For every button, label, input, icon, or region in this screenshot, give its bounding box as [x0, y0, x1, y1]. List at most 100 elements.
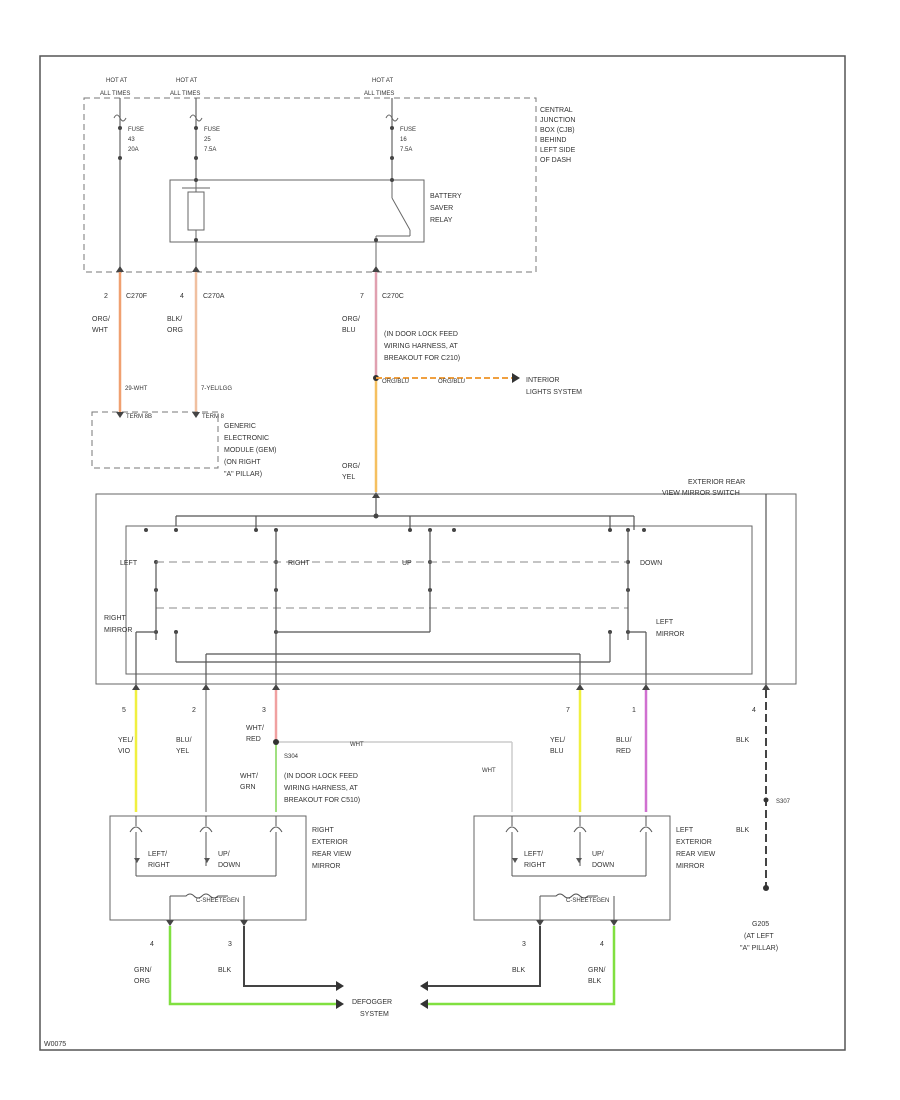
- svg-text:7.5A: 7.5A: [204, 147, 216, 153]
- svg-text:20A: 20A: [128, 147, 139, 153]
- svg-text:7: 7: [566, 707, 570, 714]
- svg-text:G205: G205: [752, 921, 769, 928]
- svg-text:BOX (CJB): BOX (CJB): [540, 127, 575, 134]
- relay-nodes: [194, 178, 394, 242]
- switch-common-bus: [175, 498, 635, 530]
- svg-text:BLU/: BLU/: [176, 737, 192, 744]
- svg-text:RIGHT: RIGHT: [104, 615, 127, 622]
- svg-text:SYSTEM: SYSTEM: [360, 1011, 389, 1018]
- svg-text:GENERIC: GENERIC: [224, 423, 256, 430]
- svg-text:7.5A: 7.5A: [400, 147, 412, 153]
- relay-coil: [182, 180, 210, 268]
- mirror-switch-box: [95, 493, 797, 685]
- svg-text:RIGHT: RIGHT: [148, 862, 171, 869]
- ground-location-label: G205 (AT LEFT "A" PILLAR): [740, 921, 778, 952]
- svg-text:ALL TIMES: ALL TIMES: [170, 91, 200, 97]
- wire-blk-right-mirror: [243, 926, 336, 987]
- splice-s304-id: S304: [284, 754, 299, 760]
- svg-text:ORG/: ORG/: [342, 316, 360, 323]
- svg-text:4: 4: [180, 293, 184, 300]
- svg-text:MODULE (GEM): MODULE (GEM): [224, 447, 277, 454]
- wht-drop-label: WHT: [482, 768, 496, 774]
- svg-text:ALL TIMES: ALL TIMES: [100, 91, 130, 97]
- splice-wire-label-2: ORG/BLU: [438, 379, 465, 385]
- left-mirror-motor-labels: LEFT/ RIGHT UP/ DOWN: [524, 851, 614, 869]
- svg-text:(IN DOOR LOCK FEED: (IN DOOR LOCK FEED: [384, 331, 458, 338]
- svg-text:(AT LEFT: (AT LEFT: [744, 933, 774, 940]
- cjb-connector-pins: [116, 266, 380, 272]
- svg-text:OF DASH: OF DASH: [540, 157, 571, 164]
- svg-text:MIRROR: MIRROR: [676, 863, 704, 870]
- switch-contacts: [144, 513, 646, 634]
- svg-text:25: 25: [204, 137, 211, 143]
- fuse-2-label: FUSE 25 7.5A: [204, 127, 220, 153]
- switch-label-up: UP: [402, 560, 412, 567]
- svg-text:VIO: VIO: [118, 748, 131, 755]
- central-junction-box: [83, 97, 537, 273]
- svg-text:BLK: BLK: [218, 967, 232, 974]
- svg-text:YEL: YEL: [342, 474, 355, 481]
- switch-pin-numbers: 5 2 3 7 1 4: [122, 707, 756, 714]
- svg-text:YEL/: YEL/: [550, 737, 565, 744]
- gem-module: [91, 411, 219, 469]
- svg-text:LEFT: LEFT: [656, 619, 674, 626]
- svg-text:LEFT/: LEFT/: [524, 851, 543, 858]
- svg-text:CENTRAL: CENTRAL: [540, 107, 573, 114]
- gem-label: GENERIC ELECTRONIC MODULE (GEM) (ON RIGH…: [224, 423, 277, 478]
- svg-text:BREAKOUT FOR C210): BREAKOUT FOR C210): [384, 355, 460, 362]
- svg-text:(IN DOOR LOCK FEED: (IN DOOR LOCK FEED: [284, 773, 358, 780]
- svg-text:WHT/: WHT/: [240, 773, 258, 780]
- central-junction-box-label: CENTRAL JUNCTION BOX (CJB) BEHIND LEFT S…: [540, 107, 576, 164]
- interior-lights-arrow: [512, 373, 520, 383]
- right-mirror-motors: [134, 858, 210, 863]
- svg-text:DEFOGGER: DEFOGGER: [352, 999, 392, 1006]
- svg-text:BEHIND: BEHIND: [540, 137, 566, 144]
- left-mirror-select-label: LEFT MIRROR: [656, 619, 684, 638]
- switch-linkages: [156, 561, 628, 609]
- mirror-bottom-pins: [166, 920, 618, 926]
- svg-text:ELECTRONIC: ELECTRONIC: [224, 435, 269, 442]
- wire-blk-left-mirror: [428, 926, 541, 987]
- right-mirror-box: [109, 815, 307, 921]
- svg-text:ORG/: ORG/: [92, 316, 110, 323]
- svg-text:YEL/: YEL/: [118, 737, 133, 744]
- splice-s304-note: (IN DOOR LOCK FEED WIRING HARNESS, AT BR…: [284, 773, 360, 804]
- svg-text:RELAY: RELAY: [430, 217, 453, 224]
- svg-text:4: 4: [600, 941, 604, 948]
- svg-text:HOT AT: HOT AT: [372, 78, 393, 84]
- svg-text:HOT AT: HOT AT: [106, 78, 127, 84]
- svg-text:BLU: BLU: [550, 748, 564, 755]
- gem-pin-label-2: TERM 8: [202, 414, 225, 420]
- fuse-3-label: FUSE 16 7.5A: [400, 127, 416, 153]
- switch-label-left: LEFT: [120, 560, 138, 567]
- svg-text:3: 3: [262, 707, 266, 714]
- switch-wire-colors: YEL/ VIO BLU/ YEL WHT/ RED YEL/ BLU BLU/…: [118, 725, 750, 755]
- svg-text:REAR VIEW: REAR VIEW: [312, 851, 352, 858]
- svg-text:UP/: UP/: [218, 851, 230, 858]
- svg-text:4: 4: [150, 941, 154, 948]
- svg-text:ALL TIMES: ALL TIMES: [364, 91, 394, 97]
- left-mirror-heater: [539, 893, 615, 920]
- svg-text:DOWN: DOWN: [592, 862, 614, 869]
- defogger-arrows: [336, 981, 428, 1009]
- svg-text:RED: RED: [616, 748, 631, 755]
- svg-text:EXTERIOR REAR: EXTERIOR REAR: [688, 479, 745, 486]
- svg-text:UP/: UP/: [592, 851, 604, 858]
- svg-text:WIRING HARNESS, AT: WIRING HARNESS, AT: [284, 785, 358, 792]
- svg-text:WHT/: WHT/: [246, 725, 264, 732]
- svg-text:43: 43: [128, 137, 135, 143]
- svg-text:1: 1: [632, 707, 636, 714]
- left-mirror-label: LEFT EXTERIOR REAR VIEW MIRROR: [676, 827, 716, 870]
- svg-text:ORG/: ORG/: [342, 463, 360, 470]
- svg-text:WHT: WHT: [92, 327, 109, 334]
- svg-text:MIRROR: MIRROR: [104, 627, 132, 634]
- svg-text:3: 3: [228, 941, 232, 948]
- right-mirror-heater: [169, 893, 245, 920]
- switch-feed-label: ORG/ YEL: [342, 463, 360, 481]
- wire-grn-org: [168, 926, 336, 1006]
- svg-text:LEFT: LEFT: [676, 827, 694, 834]
- bottom-wire-colors: GRN/ ORG BLK BLK GRN/ BLK: [134, 967, 606, 985]
- svg-text:FUSE: FUSE: [128, 127, 144, 133]
- battery-saver-relay: [169, 179, 425, 243]
- diagram-frame: [39, 55, 846, 1051]
